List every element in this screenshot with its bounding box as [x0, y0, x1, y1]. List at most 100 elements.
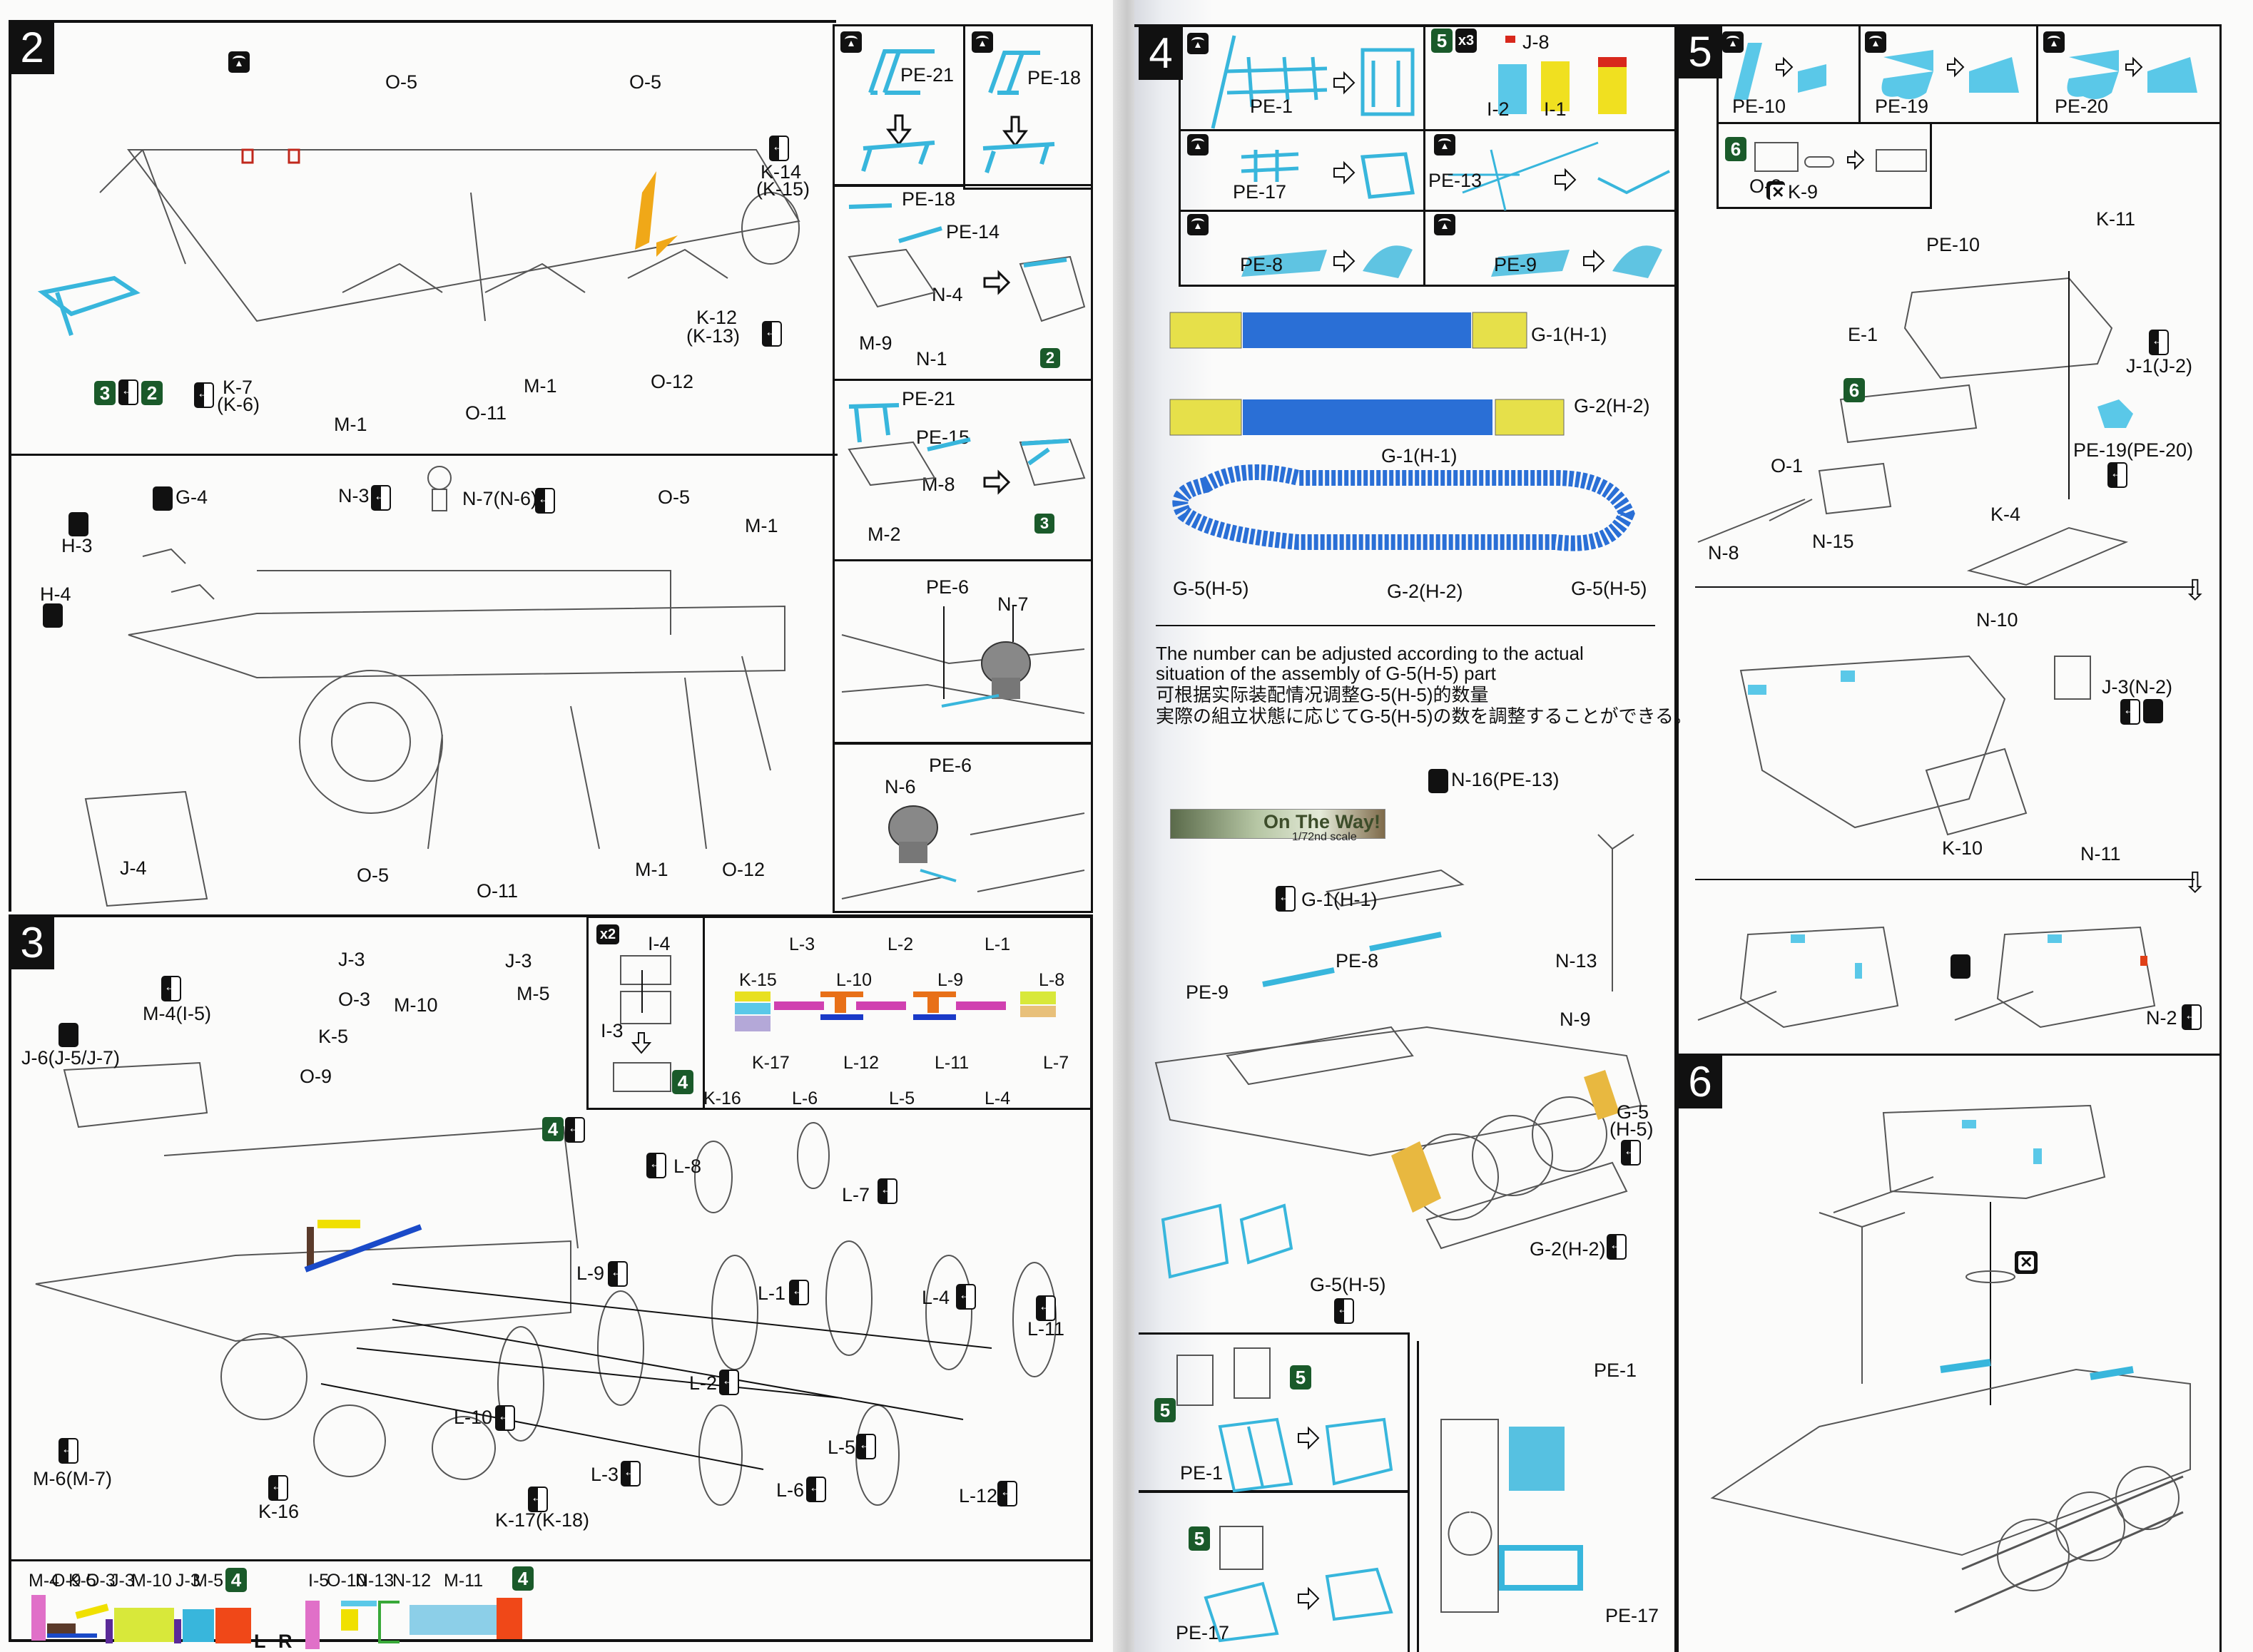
step-3-number: 3	[10, 917, 54, 969]
label-pe1: PE-1	[1180, 1462, 1224, 1484]
opposite-side-icon	[1621, 1140, 1641, 1166]
wheel-stack-label: K-15	[739, 970, 777, 990]
track-diagrams	[1169, 312, 1635, 551]
opposite-side-icon	[2149, 330, 2169, 355]
step-ref-badge: 5	[1154, 1398, 1176, 1422]
optional-part-icon	[68, 512, 88, 536]
step-2-hull-drawing	[37, 148, 800, 336]
photo-etch-bend-icon	[972, 31, 993, 53]
left-view-part-label: M-10	[131, 1571, 172, 1591]
part-block-m4	[31, 1595, 46, 1641]
step-2-number: 2	[10, 21, 54, 74]
label-m10: M-10	[394, 994, 438, 1016]
track-g1-yellow-right	[1472, 312, 1527, 349]
part-block-m10	[114, 1608, 174, 1642]
step-ref-badge: 3	[94, 381, 116, 405]
label-pe17: PE-17	[1605, 1605, 1659, 1626]
opposite-side-icon	[1334, 1298, 1354, 1324]
label-k17: K-17(K-18)	[495, 1509, 590, 1531]
box-assembly-drawing	[613, 955, 671, 1092]
opposite-side-icon	[769, 136, 789, 161]
opposite-side-icon	[161, 976, 181, 1001]
part-block-m11	[410, 1605, 507, 1635]
step-4-hull-drawing	[1154, 834, 1642, 1279]
optional-part-icon	[1428, 769, 1448, 793]
track-g1-blue	[1243, 312, 1471, 348]
step-5-divider	[1695, 586, 2194, 588]
label-pe20: PE-20	[2055, 96, 2109, 117]
opposite-side-icon	[495, 1405, 515, 1431]
label-n8: N-8	[1708, 542, 1739, 564]
label-l6: L-6	[776, 1479, 805, 1501]
opposite-side-icon	[646, 1153, 666, 1178]
opposite-side-icon	[565, 1117, 585, 1143]
label-m8: M-8	[922, 474, 955, 495]
label-m6: M-6(M-7)	[33, 1468, 112, 1489]
left-view-part-label: J-3	[176, 1571, 200, 1591]
label-n7-n6: N-7(N-6)	[462, 488, 537, 509]
label-g1-h1: G-1(H-1)	[1531, 324, 1607, 345]
label-m1: M-1	[334, 414, 367, 435]
side-marker-r: R	[278, 1631, 293, 1652]
part-block-n12	[378, 1601, 400, 1643]
label-k16: K-16	[258, 1501, 300, 1522]
label-h4: H-4	[40, 583, 71, 605]
label-k11: K-11	[2096, 208, 2136, 230]
label-l5: L-5	[828, 1437, 856, 1458]
label-pe21: PE-21	[900, 64, 955, 86]
logo-title: On The Way!	[1263, 811, 1381, 832]
label-pe17: PE-17	[1233, 181, 1287, 203]
front-plate-drawing	[848, 403, 1086, 495]
label-pe8: PE-8	[1240, 254, 1283, 275]
opposite-side-icon	[268, 1475, 288, 1501]
wheel-stack-label: L-7	[1043, 1053, 1069, 1073]
step-4-number: 4	[1139, 27, 1183, 80]
label-n9: N-9	[1560, 1009, 1591, 1030]
rear-plate-drawing	[848, 203, 1086, 322]
label-pe6: PE-6	[929, 755, 972, 776]
label-pe17: PE-17	[1176, 1622, 1230, 1643]
opposite-side-icon	[997, 1481, 1017, 1506]
step-ref-badge: 4	[672, 1070, 693, 1094]
label-m4: M-4(I-5)	[143, 1003, 211, 1024]
label-k5: K-5	[318, 1026, 349, 1047]
subpanel-rack-pe17	[1139, 1491, 1410, 1652]
label-g5-h5: G-5(H-5)	[1173, 578, 1249, 599]
label-o11: O-11	[477, 880, 519, 902]
wheel-stack-label: L-10	[836, 970, 873, 990]
label-h3: H-3	[61, 535, 93, 556]
wheel-stack-label: L-8	[1039, 970, 1065, 990]
right-view-part-label: N-13	[355, 1571, 395, 1591]
step-ref-badge: 3	[1034, 514, 1054, 534]
opposite-side-icon	[371, 485, 391, 511]
opposite-side-icon	[528, 1487, 548, 1512]
step-5-number: 5	[1678, 26, 1722, 78]
label-k13: (K-13)	[686, 325, 741, 347]
right-view-part-label: I-5	[308, 1571, 330, 1591]
wheel-stack-label: L-5	[889, 1088, 915, 1108]
step-ref-badge: 5	[1189, 1526, 1210, 1551]
step-ref-badge: 4	[225, 1568, 247, 1592]
label-l3: L-3	[591, 1464, 619, 1485]
label-l7: L-7	[842, 1184, 870, 1205]
left-side-color-view	[10, 1559, 1093, 1651]
step-2-divider	[10, 454, 838, 456]
opposite-side-icon	[194, 382, 214, 408]
optional-part-icon	[153, 486, 173, 511]
label-j6: J-6(J-5/J-7)	[21, 1047, 121, 1069]
label-o9: O-9	[300, 1066, 332, 1087]
step-6-frame	[1677, 1054, 2222, 1652]
left-view-part-label: M-5	[193, 1571, 224, 1591]
opposite-side-icon	[956, 1284, 976, 1310]
track-g1-yellow-left	[1169, 312, 1242, 349]
right-view-part-label: N-12	[392, 1571, 432, 1591]
wheel-stack-label: K-17	[752, 1053, 790, 1073]
photo-etch-bend-icon	[840, 31, 862, 53]
opposite-side-icon	[608, 1261, 628, 1287]
label-m2: M-2	[868, 524, 901, 545]
photo-etch-bend-icon	[2043, 31, 2065, 53]
opposite-side-icon	[1607, 1234, 1627, 1260]
opposite-side-icon	[1036, 1295, 1056, 1321]
track-g2-blue	[1243, 399, 1492, 435]
label-pe10: PE-10	[1926, 234, 1980, 255]
